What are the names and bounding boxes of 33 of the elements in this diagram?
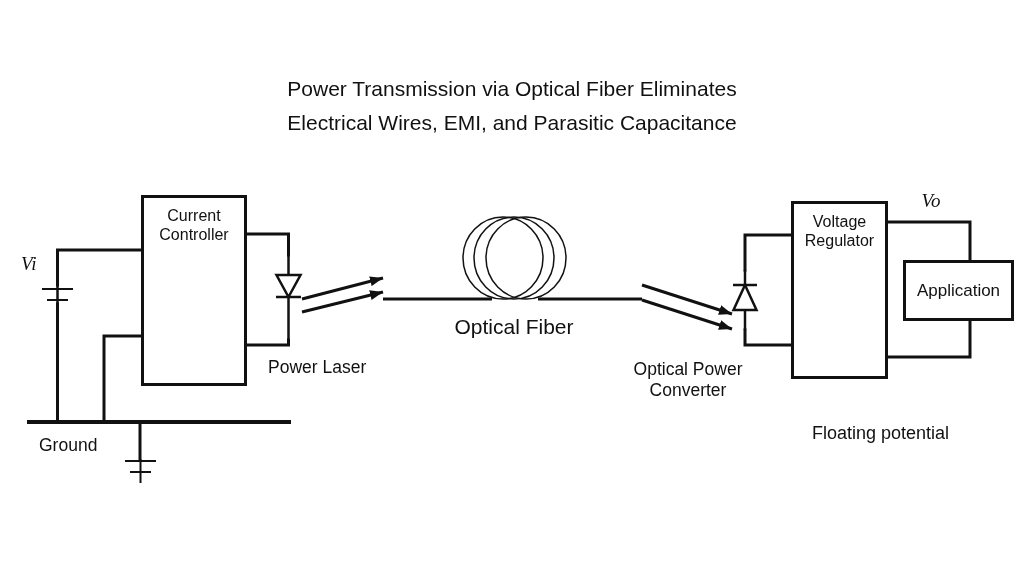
voltage-label: Vi [21,253,37,276]
wire [245,338,290,347]
wire [56,248,143,287]
box-label: Current Controller [158,206,230,244]
diagram-title: Power Transmission via Optical Fiber Eliminates Electrical Wires, EMI, and Parasitic Capacitance [286,76,738,136]
light-arrow [641,298,733,331]
laser-diode-symbol [275,255,302,340]
regulator-box [791,201,888,379]
application-box [903,260,1014,321]
box-label: Application [916,281,1001,300]
light-arrow [641,283,733,316]
light-arrow [301,276,384,301]
component-label: Power Laser [268,357,367,378]
wire [743,328,793,347]
box-label: Voltage Regulator [804,212,875,250]
wire [886,220,972,262]
wire [102,334,143,422]
component-label: Optical Power Converter [633,359,743,401]
note-label: Floating potential [812,423,950,445]
fiber-coil [383,215,642,303]
wire [138,422,142,461]
wire [245,232,290,257]
battery-symbol [40,285,75,304]
ground-bus [27,420,291,424]
ground-symbol [122,459,158,483]
component-label: Ground [39,435,98,456]
photodiode-symbol [732,270,758,330]
component-label: Optical Fiber [453,314,575,340]
wire [56,302,59,422]
wire [743,233,793,272]
controller-box [141,195,247,386]
wire [886,319,972,359]
light-arrow [301,290,384,314]
